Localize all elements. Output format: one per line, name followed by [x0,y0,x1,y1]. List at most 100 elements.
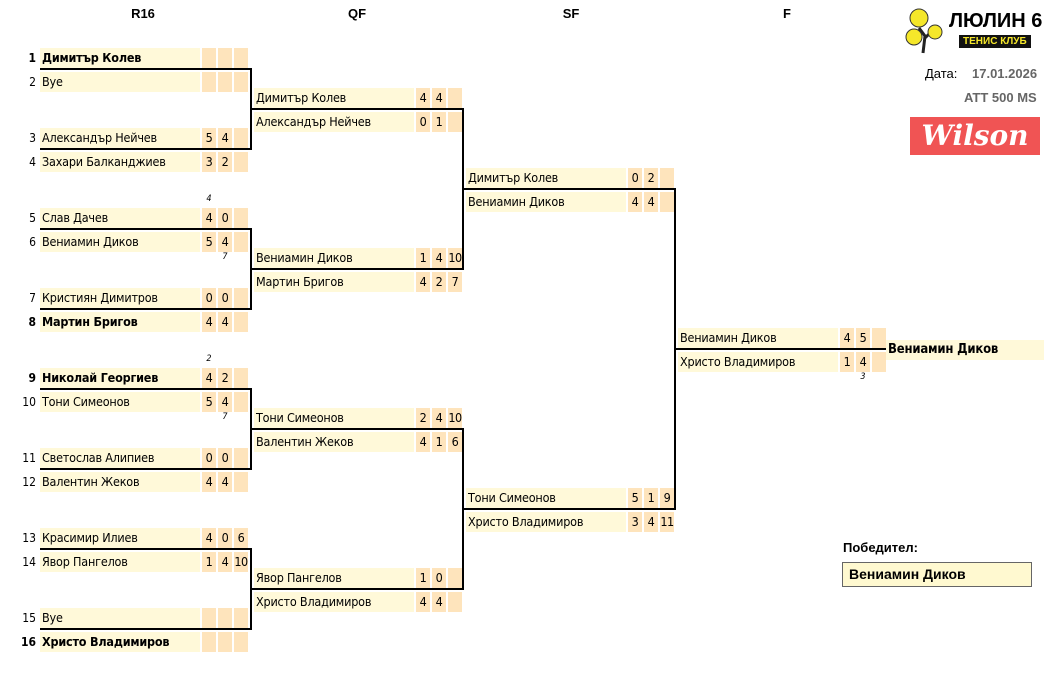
set-score: 11 [660,512,674,532]
set-score [660,192,674,212]
seed-number: 6 [29,235,36,249]
tournament-date: 17.01.2026 [972,66,1038,81]
set-score: 4 [840,328,854,348]
set-score [234,472,248,492]
set-score: 0 [416,112,430,132]
set-score: 4 [218,472,232,492]
tiebreak-score: 3 [860,372,866,382]
seed-number: 12 [22,475,36,489]
set-score [234,232,248,252]
set-score: 0 [218,208,232,228]
set-score: 4 [628,192,642,212]
set-score [234,288,248,308]
set-score: 5 [856,328,870,348]
set-score [202,608,216,628]
set-score [234,72,248,92]
round-header-r16: R16 [131,6,155,21]
set-score [234,608,248,628]
set-score: 4 [202,472,216,492]
set-score [660,168,674,188]
set-score: 4 [644,192,658,212]
wilson-sponsor-logo: Wilson [910,117,1040,155]
player-name: Димитър Колев [466,168,626,188]
set-score [448,592,462,612]
tiebreak-score: 7 [222,252,228,262]
seed-number: 7 [29,291,36,305]
set-score [872,352,886,372]
set-score: 2 [218,152,232,172]
set-score [202,72,216,92]
set-score: 1 [644,488,658,508]
bracket-line [250,428,462,430]
player-name: Тони Симеонов [40,392,200,412]
set-score [872,328,886,348]
set-score: 4 [432,592,446,612]
tennis-ball-tree-icon [905,8,943,54]
set-score: 1 [432,112,446,132]
set-score: 4 [218,232,232,252]
bracket-line [40,228,250,230]
bracket-line [250,268,462,270]
bracket-line [40,628,250,630]
bracket-line [462,508,674,510]
seed-number: 9 [28,371,36,385]
set-score: 0 [218,288,232,308]
set-score: 1 [202,552,216,572]
set-score [234,392,248,412]
bracket-line [40,388,250,390]
set-score: 5 [628,488,642,508]
set-score [448,112,462,132]
player-name: Красимир Илиев [40,528,200,548]
player-name: Христо Владимиров [40,632,200,652]
set-score: 4 [432,408,446,428]
set-score: 5 [202,128,216,148]
tiebreak-score: 7 [222,412,228,422]
set-score: 0 [202,448,216,468]
set-score: 4 [416,592,430,612]
seed-number: 1 [28,51,36,65]
bracket-line [40,148,250,150]
set-score: 4 [218,552,232,572]
set-score: 0 [218,528,232,548]
set-score: 1 [432,432,446,452]
set-score [234,312,248,332]
bracket-line [674,348,886,350]
bracket-line [250,108,462,110]
set-score: 6 [448,432,462,452]
set-score [448,88,462,108]
player-name: Димитър Колев [40,48,200,68]
player-name: Вениамин Диков [254,248,414,268]
set-score: 4 [202,528,216,548]
set-score: 5 [202,392,216,412]
player-name: Bye [40,608,200,628]
player-name: Вениамин Диков [466,192,626,212]
player-name: Захари Балканджиев [40,152,200,172]
club-name: ЛЮЛИН 6 [949,10,1043,32]
set-score: 0 [628,168,642,188]
player-name: Димитър Колев [254,88,414,108]
set-score [234,448,248,468]
bracket-line [40,548,250,550]
round-header-f: F [783,6,791,21]
player-name: Валентин Жеков [254,432,414,452]
club-logo: ЛЮЛИН 6 ТЕНИС КЛУБ [905,6,1042,58]
set-score: 4 [432,88,446,108]
set-score: 7 [448,272,462,292]
set-score: 10 [448,408,462,428]
set-score: 4 [202,368,216,388]
set-score: 1 [416,248,430,268]
player-name: Вениамин Диков [40,232,200,252]
set-score: 4 [416,432,430,452]
seed-number: 15 [22,611,36,625]
set-score [202,48,216,68]
bracket-line [250,588,462,590]
set-score [448,568,462,588]
champion-name: Вениамин Диков [886,340,1044,360]
player-name: Слав Дачев [40,208,200,228]
set-score: 1 [416,568,430,588]
set-score: 6 [234,528,248,548]
player-name: Явор Пангелов [254,568,414,588]
set-score [218,72,232,92]
set-score: 5 [202,232,216,252]
date-label: Дата: [925,66,958,81]
